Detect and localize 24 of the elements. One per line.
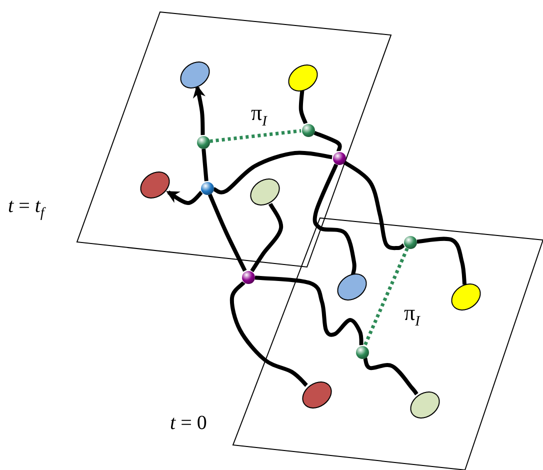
trajectory-curve [208, 194, 247, 272]
trajectory-curve [193, 84, 206, 136]
time-label: t = t$_{f}$ [8, 195, 44, 222]
trajectory-curve [254, 276, 364, 346]
sphere-marker [196, 136, 210, 148]
dotted-line [210, 129, 302, 143]
sphere-marker [332, 152, 346, 164]
trajectory-curve [230, 281, 308, 387]
trajectory-curve [298, 90, 308, 124]
trajectory-curve [416, 236, 467, 285]
trajectory-curve [202, 148, 208, 182]
trajectory-curve [314, 130, 342, 152]
trajectory-curve [363, 358, 418, 396]
trajectory-curve [166, 190, 203, 205]
sphere-marker [242, 270, 254, 284]
trajectory-curve [312, 164, 356, 275]
sphere-marker [200, 182, 214, 194]
time-label: t = 0 [170, 412, 207, 435]
trajectory-curve [343, 160, 405, 250]
trajectory-curve [213, 150, 332, 194]
dotted-line [363, 248, 409, 346]
sphere-marker [356, 346, 368, 358]
sphere-marker [404, 236, 416, 248]
sphere-marker [302, 124, 314, 136]
